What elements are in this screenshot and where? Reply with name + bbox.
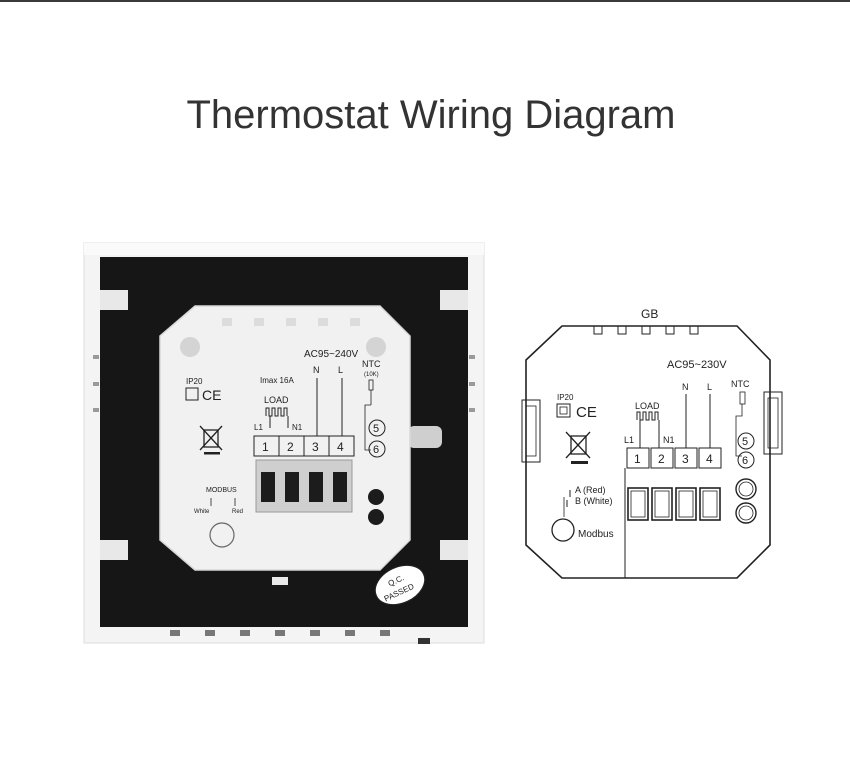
terminal-6: 6	[373, 444, 379, 456]
schematic-load-wires	[639, 420, 660, 448]
schematic-terminal-boxes	[626, 447, 722, 469]
schematic-recycle-bin-icon	[565, 431, 591, 459]
schematic-terminal-1: 1	[634, 452, 641, 466]
schematic-voltage-label: AC95~230V	[667, 359, 727, 371]
schematic-notches	[593, 325, 699, 335]
screw-hole	[366, 337, 386, 357]
terminal-2: 2	[287, 440, 294, 454]
schematic-terminal-4: 4	[706, 452, 713, 466]
side-latch	[408, 426, 442, 448]
red-wire-label: Red	[232, 509, 243, 515]
n1-label: N1	[292, 423, 303, 432]
schematic-screw-block	[627, 487, 721, 521]
schematic-load-label: LOAD	[635, 401, 660, 411]
ntc-wire	[364, 390, 372, 451]
schematic-modbus-label: Modbus	[578, 529, 614, 540]
terminal-number-boxes	[253, 435, 355, 457]
schematic-terminal-6: 6	[742, 455, 748, 467]
schematic-modbus-port	[551, 518, 575, 542]
schematic-ip-label: IP20	[557, 393, 574, 402]
page-title: Thermostat Wiring Diagram	[186, 93, 676, 137]
terminal-4: 4	[337, 440, 344, 454]
frame-peg	[418, 638, 430, 644]
schematic-ntc-label: NTC	[731, 379, 750, 389]
load-resistor-icon	[265, 407, 288, 417]
modbus-label: MODBUS	[206, 487, 237, 494]
region-label: GB	[641, 307, 658, 321]
ip-icon	[185, 387, 199, 401]
schematic-terminal-5: 5	[742, 436, 748, 448]
schematic-l-label: L	[707, 382, 712, 392]
schematic-load-resistor-icon	[636, 411, 659, 421]
l-label: L	[338, 365, 343, 375]
schematic-outline	[525, 325, 771, 579]
schematic-ntc-sensor-icon	[739, 391, 746, 405]
recycle-bin-icon	[199, 425, 223, 451]
white-wire-label: White	[194, 509, 210, 515]
terminal-5: 5	[373, 423, 379, 435]
ip-label: IP20	[186, 377, 203, 386]
frame-top-edge	[84, 243, 484, 255]
schematic-bin-underline	[571, 461, 588, 464]
ntc-label: NTC	[362, 359, 381, 369]
bottom-tab	[272, 577, 288, 585]
schematic-n1-label: N1	[663, 435, 675, 445]
thermostat-back-photo: AC95~240V Imax 16A IP20 CE LOAD L1 N1 N …	[83, 242, 485, 644]
top-divider	[0, 0, 850, 2]
terminal-3: 3	[312, 440, 319, 454]
gb-schematic: GB AC95~230V IP20 CE LOAD L1 N1	[521, 307, 783, 579]
n-label: N	[313, 365, 320, 375]
side-marks	[93, 355, 475, 412]
ntc-value: (10K)	[364, 372, 379, 378]
schematic-terminal-3: 3	[682, 452, 689, 466]
bottom-teeth	[170, 630, 390, 636]
schematic-screw-inner	[630, 490, 718, 518]
ntc-screw	[368, 509, 384, 525]
schematic-ip-icon	[556, 403, 571, 418]
left-clip	[521, 399, 541, 463]
wire-markers	[566, 490, 571, 507]
module-notches	[222, 318, 360, 326]
schematic-ntc-wire	[735, 404, 743, 457]
schematic-ntc-screw	[735, 478, 757, 500]
wire-b-label: B (White)	[575, 496, 613, 506]
load-wires	[269, 416, 289, 428]
mounting-clips	[100, 290, 468, 560]
ntc-terminal-5-ring	[368, 419, 386, 437]
load-label: LOAD	[264, 395, 289, 405]
screw-hole	[180, 337, 200, 357]
current-label: Imax 16A	[260, 376, 294, 385]
ce-label: CE	[202, 387, 221, 403]
schematic-l1-label: L1	[624, 435, 634, 445]
l1-label: L1	[254, 423, 263, 432]
wire-a-label: A (Red)	[575, 485, 606, 495]
qc-passed-sticker: Q.C. PASSED	[374, 564, 426, 606]
right-clip	[763, 391, 783, 455]
ntc-screw	[368, 489, 384, 505]
terminal-screws	[261, 472, 347, 502]
schematic-ntc-screw	[735, 502, 757, 524]
voltage-label: AC95~240V	[304, 349, 359, 360]
schematic-ce-label: CE	[576, 404, 597, 421]
bin-underline	[204, 452, 220, 455]
schematic-terminal-2: 2	[658, 452, 665, 466]
modbus-wire-marks	[210, 498, 236, 506]
terminal-1: 1	[262, 440, 269, 454]
schematic-ntc-5-ring	[737, 432, 755, 450]
ntc-terminal-6-ring	[368, 440, 386, 458]
modbus-port	[209, 522, 235, 548]
schematic-ntc-6-ring	[737, 451, 755, 469]
schematic-n-label: N	[682, 382, 689, 392]
